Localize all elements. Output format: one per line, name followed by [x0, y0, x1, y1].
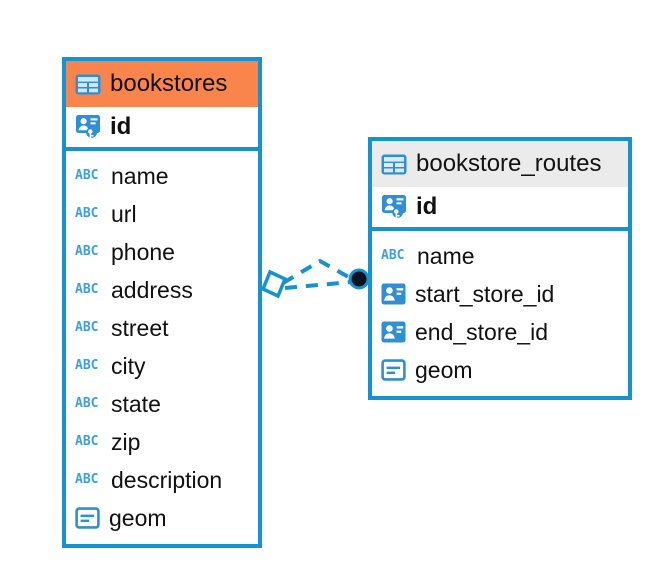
abc-icon: ABC	[75, 434, 99, 449]
primary-key-label: id	[110, 113, 132, 140]
abc-icon: ABC	[75, 244, 99, 259]
field-row-phone[interactable]: ABC phone	[66, 233, 258, 271]
field-label: street	[111, 314, 169, 341]
field-list: ABC name ABC url ABC phone ABC address A…	[66, 151, 258, 544]
abc-icon: ABC	[75, 320, 99, 335]
field-row-start-store-id[interactable]: start_store_id	[372, 275, 628, 313]
field-label: description	[111, 466, 223, 493]
field-label: city	[111, 352, 146, 379]
primary-key-label: id	[416, 193, 438, 220]
foreign-key-icon	[381, 321, 406, 343]
foreign-key-icon	[381, 283, 406, 305]
entity-title: bookstore_routes	[416, 150, 602, 177]
relationship-source-marker	[260, 269, 288, 299]
field-row-state[interactable]: ABC state	[66, 385, 258, 423]
primary-key-row[interactable]: id	[66, 107, 258, 151]
field-label: url	[111, 200, 137, 227]
field-label: state	[111, 390, 161, 417]
field-row-name[interactable]: ABC name	[372, 237, 628, 275]
field-row-geom[interactable]: geom	[66, 499, 258, 537]
field-row-name[interactable]: ABC name	[66, 157, 258, 195]
table-icon	[75, 74, 101, 95]
field-row-zip[interactable]: ABC zip	[66, 423, 258, 461]
geometry-icon	[75, 507, 100, 529]
primary-key-icon	[75, 114, 101, 140]
field-label: address	[111, 276, 193, 303]
geometry-icon	[381, 359, 406, 381]
field-label: end_store_id	[415, 318, 548, 345]
relationship-line-lower	[284, 280, 352, 290]
field-list: ABC name start_store_id	[372, 231, 628, 396]
field-label: zip	[111, 428, 141, 455]
field-label: geom	[109, 504, 167, 531]
field-row-end-store-id[interactable]: end_store_id	[372, 313, 628, 351]
abc-icon: ABC	[75, 472, 99, 487]
field-label: name	[417, 242, 475, 269]
field-row-street[interactable]: ABC street	[66, 309, 258, 347]
relationship-target-marker	[348, 268, 370, 290]
abc-icon: ABC	[75, 396, 99, 411]
entity-table-bookstores[interactable]: bookstores id	[62, 57, 262, 548]
entity-header[interactable]: bookstore_routes	[372, 141, 628, 187]
abc-icon: ABC	[75, 168, 99, 183]
field-label: geom	[415, 356, 473, 383]
entity-title: bookstores	[110, 70, 228, 97]
entity-header[interactable]: bookstores	[66, 61, 258, 107]
entity-table-bookstore-routes[interactable]: bookstore_routes id ABC	[368, 137, 632, 400]
field-label: name	[111, 162, 169, 189]
field-label: phone	[111, 238, 175, 265]
relationship-line-upper	[281, 258, 353, 285]
field-row-address[interactable]: ABC address	[66, 271, 258, 309]
abc-icon: ABC	[75, 206, 99, 221]
field-row-geom[interactable]: geom	[372, 351, 628, 389]
abc-icon: ABC	[381, 248, 405, 263]
field-row-url[interactable]: ABC url	[66, 195, 258, 233]
field-row-city[interactable]: ABC city	[66, 347, 258, 385]
field-label: start_store_id	[415, 280, 555, 307]
table-icon	[381, 154, 407, 175]
primary-key-row[interactable]: id	[372, 187, 628, 231]
abc-icon: ABC	[75, 282, 99, 297]
primary-key-icon	[381, 194, 407, 220]
abc-icon: ABC	[75, 358, 99, 373]
field-row-description[interactable]: ABC description	[66, 461, 258, 499]
